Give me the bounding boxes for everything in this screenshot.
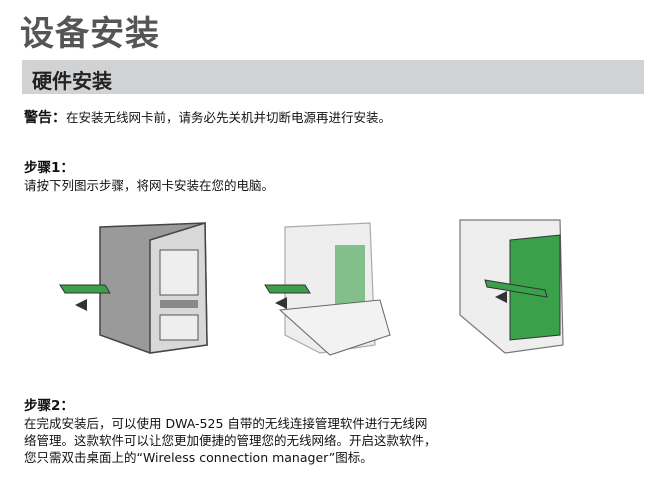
pc-illustration-3	[459, 219, 564, 354]
section-header: 硬件安装	[22, 60, 644, 94]
step1-label: 步骤1：	[24, 160, 74, 176]
step2-line-3: 您只需双击桌面上的“Wireless connection manager”图标…	[24, 450, 373, 465]
pc-illustration-1	[59, 221, 208, 354]
page-title: 设备安装	[20, 14, 160, 54]
step2-line-2: 络管理。这款软件可以让您更加便捷的管理您的无线网络。开启这款软件，	[24, 433, 437, 448]
step1-text: 请按下列图示步骤，将网卡安装在您的电脑。	[24, 178, 275, 193]
step2-label: 步骤2：	[24, 398, 74, 414]
warning-text: 在安装无线网卡前，请务必先关机并切断电源再进行安装。	[66, 110, 392, 125]
section-title: 硬件安装	[32, 69, 112, 93]
step2-line-1: 在完成安装后，可以使用 DWA-525 自带的无线连接管理软件进行无线网	[24, 416, 428, 431]
pc-illustration-2	[264, 222, 391, 356]
warning: 警告：在安装无线网卡前，请务必先关机并切断电源再进行安装。	[24, 109, 391, 127]
warning-label: 警告：	[24, 110, 66, 126]
